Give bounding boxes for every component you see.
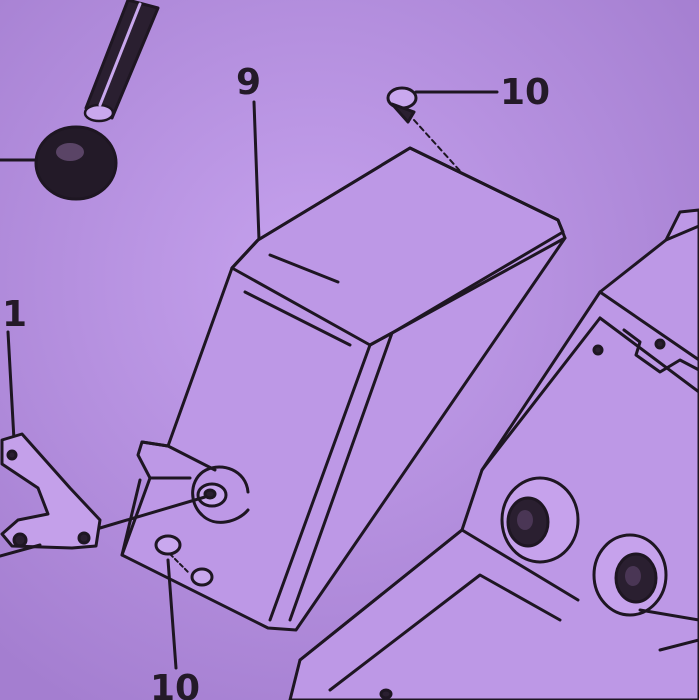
leader-line-9 [252,100,261,242]
callout-1: 1 [2,294,27,335]
callout-9: 9 [236,62,261,103]
lever-part-1 [0,330,102,558]
rod-part [83,0,160,123]
callout-10-bottom: 10 [150,668,200,700]
link-line [98,495,207,530]
screw-bottom [154,534,214,670]
right-housing [288,208,699,700]
callout-10-top: 10 [500,72,550,113]
cover-housing [120,146,567,632]
knob-part [0,125,118,201]
